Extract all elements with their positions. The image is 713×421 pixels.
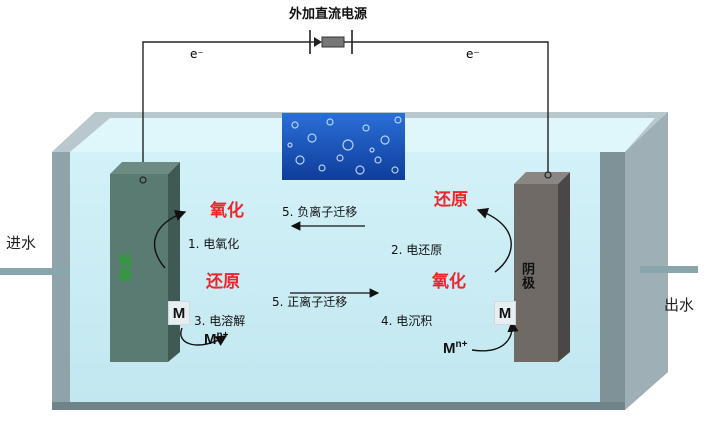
tank-left-wall [52,152,70,410]
tank-right-wall [625,112,668,410]
cathode-plate-top [514,172,570,184]
step-electro-deposition: 4. 电沉积 [381,314,433,328]
power-arrow [314,37,322,47]
cathode-label: 阴极 [519,262,534,290]
inlet-label: 进水 [6,234,37,252]
tank-right-face [600,152,625,410]
anode-plate-top [110,162,180,174]
anode-curve-down [180,327,228,346]
cathode-plate-side [558,172,570,362]
outlet-pipe [640,266,698,273]
wire-left [142,41,310,180]
cathode-terminal [544,171,552,179]
cathode-reduction-label: 还原 [434,190,468,210]
anode-curve-up [153,210,187,269]
anode-label: 阳极 [116,254,131,282]
wire-right [352,41,549,175]
cathode-ion: Mn+ [443,339,468,357]
step-cation-migration: 5. 正离子迁移 [272,295,348,309]
anode-reduction-label: 还原 [206,272,240,292]
bubbles [287,116,402,175]
inlet-pipe [0,268,70,275]
cathode-curve-up [476,208,512,273]
anode-terminal [139,176,147,184]
cathode-oxidation-label: 氧化 [432,272,466,292]
electron-label-right: e⁻ [466,47,480,61]
cathode-plate [514,184,558,362]
cathode-ion-charge: n+ [455,339,468,350]
anode-plate-side [168,162,180,362]
resistor [321,36,345,48]
anode-ion-charge: n+ [216,330,229,341]
step-electro-oxidation: 1. 电氧化 [188,237,240,251]
cathode-metal-box: M [494,301,516,325]
step-electro-reduction: 2. 电还原 [391,243,443,257]
power-source-label: 外加直流电源 [289,7,368,22]
cathode-curve-down [471,320,519,352]
anode-metal-symbol: M [172,304,186,322]
electron-label-left: e⁻ [190,47,204,61]
cathode-ion-base: M [443,340,456,357]
step-anion-migration: 5. 负离子迁移 [282,205,358,219]
anode-plate [110,174,168,362]
step-electro-dissolution: 3. 电溶解 [194,314,246,328]
outlet-label: 出水 [664,296,695,314]
tank-bottom [52,402,625,410]
cathode-metal-symbol: M [498,304,512,322]
anode-ion-base: M [204,331,217,348]
anode-metal-box: M [168,301,190,325]
anode-oxidation-label: 氧化 [210,201,244,221]
anode-ion: Mn+ [204,330,229,348]
